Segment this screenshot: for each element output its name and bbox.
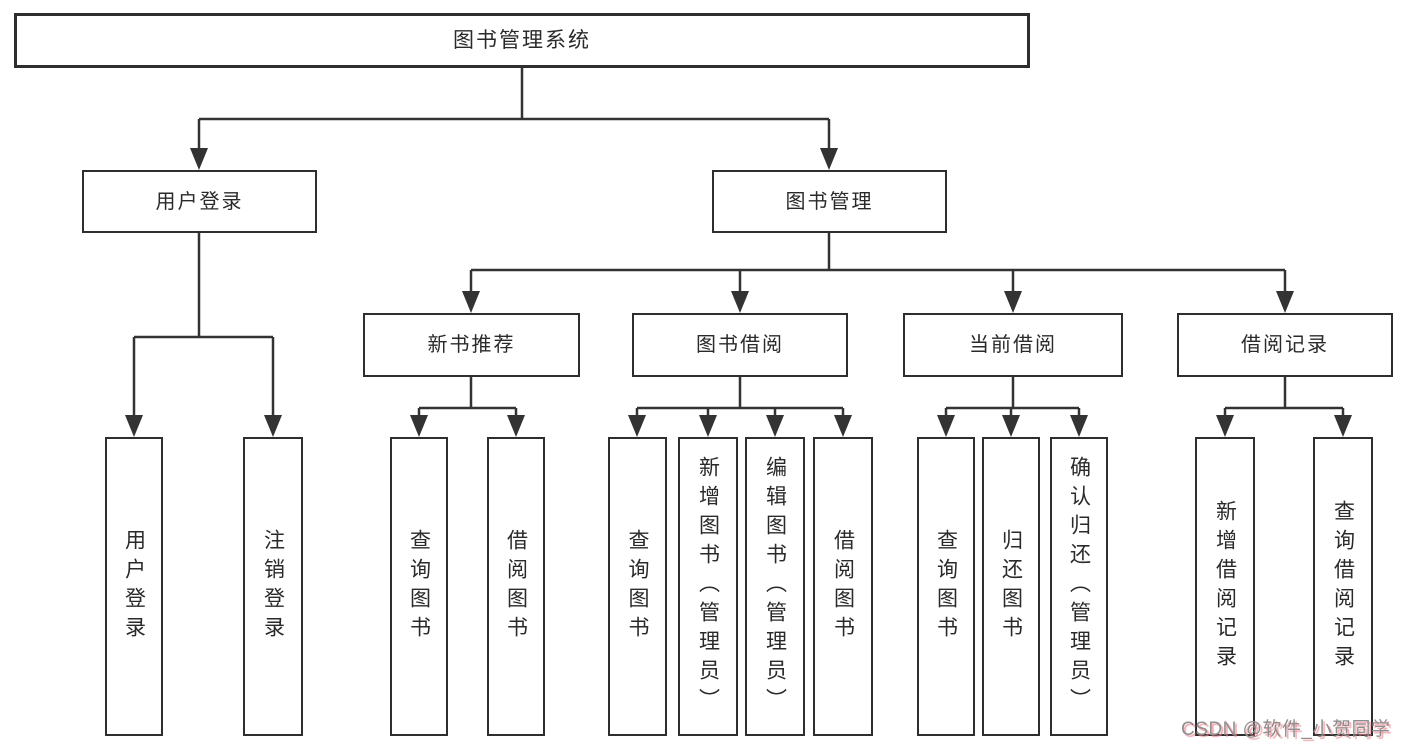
node-root-label: 图书管理系统: [453, 29, 591, 52]
leaf-borrow-books-1: 借阅图书: [487, 437, 545, 736]
node-book-management-module-label: 图书管理: [785, 190, 874, 213]
leaf-query-books-3-label: 查询图书: [934, 528, 958, 645]
connector-segments: [132, 67, 1345, 419]
leaf-confirm-return-admin-label: 确认归还（管理员）: [1067, 456, 1091, 717]
node-book-management-module: 图书管理: [712, 170, 947, 233]
watermark: CSDN @软件_小贺同学: [1181, 719, 1391, 740]
leaf-borrow-books-1-label: 借阅图书: [504, 528, 528, 645]
leaf-query-books-3: 查询图书: [917, 437, 975, 736]
leaf-query-books-2: 查询图书: [608, 437, 667, 736]
node-current-borrowing-label: 当前借阅: [969, 334, 1057, 356]
node-user-login-module-label: 用户登录: [155, 190, 244, 213]
leaf-query-borrow-record: 查询借阅记录: [1313, 437, 1373, 736]
leaf-query-books-1-label: 查询图书: [407, 528, 431, 645]
leaf-query-books-1: 查询图书: [390, 437, 448, 736]
leaf-add-borrow-record-label: 新增借阅记录: [1213, 499, 1237, 674]
leaf-add-book-admin-label: 新增图书（管理员）: [696, 456, 720, 717]
leaf-add-book-admin: 新增图书（管理员）: [678, 437, 738, 736]
node-root: 图书管理系统: [14, 13, 1030, 68]
node-user-login-module: 用户登录: [82, 170, 317, 233]
node-new-book-recommend: 新书推荐: [363, 313, 580, 377]
node-new-book-recommend-label: 新书推荐: [427, 334, 516, 356]
leaf-confirm-return-admin: 确认归还（管理员）: [1050, 437, 1108, 736]
leaf-edit-book-admin: 编辑图书（管理员）: [745, 437, 805, 736]
node-borrowing-records-label: 借阅记录: [1241, 334, 1329, 356]
leaf-logout-label: 注销登录: [261, 528, 285, 645]
leaf-user-login-label: 用户登录: [122, 528, 146, 645]
node-book-borrowing-label: 图书借阅: [696, 334, 784, 356]
leaf-user-login: 用户登录: [105, 437, 163, 736]
arrowheads: [125, 148, 1352, 437]
leaf-query-books-2-label: 查询图书: [626, 528, 649, 645]
leaf-add-borrow-record: 新增借阅记录: [1195, 437, 1255, 736]
leaf-return-book-label: 归还图书: [999, 528, 1023, 645]
node-borrowing-records: 借阅记录: [1177, 313, 1393, 377]
node-current-borrowing: 当前借阅: [903, 313, 1123, 377]
node-book-borrowing: 图书借阅: [632, 313, 848, 377]
leaf-return-book: 归还图书: [982, 437, 1040, 736]
leaf-query-borrow-record-label: 查询借阅记录: [1331, 499, 1355, 674]
leaf-logout: 注销登录: [243, 437, 303, 736]
leaf-edit-book-admin-label: 编辑图书（管理员）: [763, 456, 787, 717]
leaf-borrow-books-2-label: 借阅图书: [831, 528, 855, 645]
leaf-borrow-books-2: 借阅图书: [813, 437, 873, 736]
